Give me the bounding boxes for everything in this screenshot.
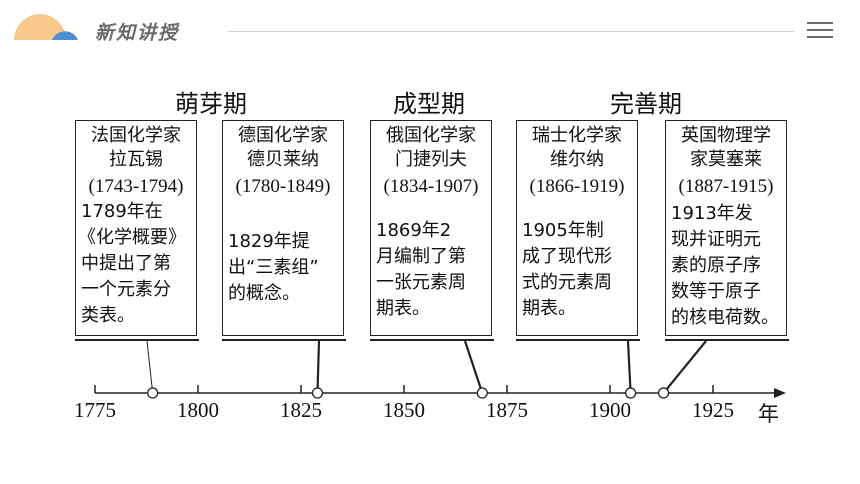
card-underline bbox=[370, 339, 494, 341]
event-connector bbox=[662, 340, 707, 394]
period-label-forming: 成型期 bbox=[393, 90, 465, 118]
card-desc-line: 1869年2 bbox=[376, 220, 452, 241]
event-marker bbox=[657, 387, 670, 399]
axis-tick-label: 1925 bbox=[692, 398, 734, 422]
axis-tick-label: 1900 bbox=[589, 398, 631, 422]
half-sun-logo-icon bbox=[14, 14, 78, 40]
card-underline bbox=[665, 339, 789, 341]
axis-tick-label: 1850 bbox=[383, 398, 425, 422]
card-name-line: 家莫塞莱 bbox=[690, 149, 762, 170]
card-desc-line: 类表。 bbox=[81, 305, 135, 326]
event-marker bbox=[311, 387, 324, 399]
scientist-card-dobereiner: 德国化学家 德贝莱纳 (1780-1849) 1829年提 出“三素组” 的概念… bbox=[222, 120, 344, 336]
card-desc-line: 出“三素组” bbox=[228, 257, 319, 278]
event-connector bbox=[146, 340, 154, 394]
event-marker bbox=[147, 387, 159, 399]
event-connector bbox=[626, 340, 632, 394]
card-desc-line: 数等于原子 bbox=[671, 281, 761, 302]
event-connector bbox=[316, 340, 321, 394]
axis-tick-label: 1775 bbox=[74, 398, 116, 422]
card-name-line: 德贝莱纳 bbox=[247, 149, 319, 170]
card-desc-line: 一个元素分 bbox=[81, 279, 171, 300]
card-name-line: 维尔纳 bbox=[550, 149, 604, 170]
header-bar: 新知讲授 bbox=[0, 0, 860, 60]
card-name-line: 英国物理学 bbox=[681, 125, 771, 146]
card-desc-line: 1829年提 bbox=[228, 231, 310, 252]
card-name-line: 拉瓦锡 bbox=[109, 149, 163, 170]
card-name-line: 门捷列夫 bbox=[395, 149, 467, 170]
card-underline bbox=[516, 339, 640, 341]
header-divider bbox=[228, 31, 794, 32]
card-desc-line: 期表。 bbox=[522, 298, 576, 319]
card-underline bbox=[222, 339, 346, 341]
axis-tick-label: 1825 bbox=[280, 398, 322, 422]
card-desc-line: 月编制了第 bbox=[376, 246, 466, 267]
timeline-axis bbox=[94, 340, 786, 399]
card-desc-line: 1789年在 bbox=[81, 201, 163, 222]
scientist-card-werner: 瑞士化学家 维尔纳 (1866-1919) 1905年制 成了现代形 式的元素周… bbox=[516, 120, 638, 336]
card-years: (1834-1907) bbox=[383, 176, 479, 197]
card-desc-line: 中提出了第 bbox=[81, 253, 171, 274]
card-name-line: 法国化学家 bbox=[91, 125, 181, 146]
card-desc-line: 一张元素周 bbox=[376, 272, 466, 293]
axis-arrow-icon bbox=[774, 388, 786, 398]
axis-tick-label: 1800 bbox=[177, 398, 219, 422]
card-desc-line: 成了现代形 bbox=[522, 246, 612, 267]
card-years: (1743-1794) bbox=[88, 176, 184, 197]
card-years: (1866-1919) bbox=[529, 176, 625, 197]
card-name-line: 德国化学家 bbox=[238, 125, 328, 146]
event-connector bbox=[463, 340, 484, 394]
card-desc-line: 1905年制 bbox=[522, 220, 604, 241]
card-desc-line: 式的元素周 bbox=[522, 272, 612, 293]
card-desc-line: 期表。 bbox=[376, 298, 430, 319]
card-desc-line: 素的原子序 bbox=[671, 255, 761, 276]
scientist-card-lavoisier: 法国化学家 拉瓦锡 (1743-1794) 1789年在 《化学概要》 中提出了… bbox=[75, 120, 197, 336]
card-underline bbox=[75, 339, 199, 341]
card-years: (1887-1915) bbox=[678, 176, 774, 197]
scientist-card-mendeleev: 俄国化学家 门捷列夫 (1834-1907) 1869年2 月编制了第 一张元素… bbox=[370, 120, 492, 336]
card-desc-line: 现并证明元 bbox=[671, 229, 761, 250]
card-years: (1780-1849) bbox=[235, 176, 331, 197]
period-label-perfecting: 完善期 bbox=[610, 90, 682, 118]
event-marker bbox=[624, 387, 637, 399]
card-name-line: 俄国化学家 bbox=[386, 125, 476, 146]
event-marker bbox=[476, 387, 488, 399]
period-label-budding: 萌芽期 bbox=[175, 90, 247, 118]
hamburger-menu-icon[interactable] bbox=[807, 22, 833, 40]
section-title: 新知讲授 bbox=[95, 22, 180, 44]
scientist-card-moseley: 英国物理学 家莫塞莱 (1887-1915) 1913年发 现并证明元 素的原子… bbox=[665, 120, 787, 336]
card-desc-line: 的核电荷数。 bbox=[671, 307, 779, 328]
axis-unit-label: 年 bbox=[758, 402, 779, 426]
card-desc-line: 《化学概要》 bbox=[78, 227, 186, 248]
card-desc-line: 的概念。 bbox=[228, 283, 300, 304]
card-desc-line: 1913年发 bbox=[671, 203, 753, 224]
axis-tick-label: 1875 bbox=[486, 398, 528, 422]
card-name-line: 瑞士化学家 bbox=[532, 125, 622, 146]
